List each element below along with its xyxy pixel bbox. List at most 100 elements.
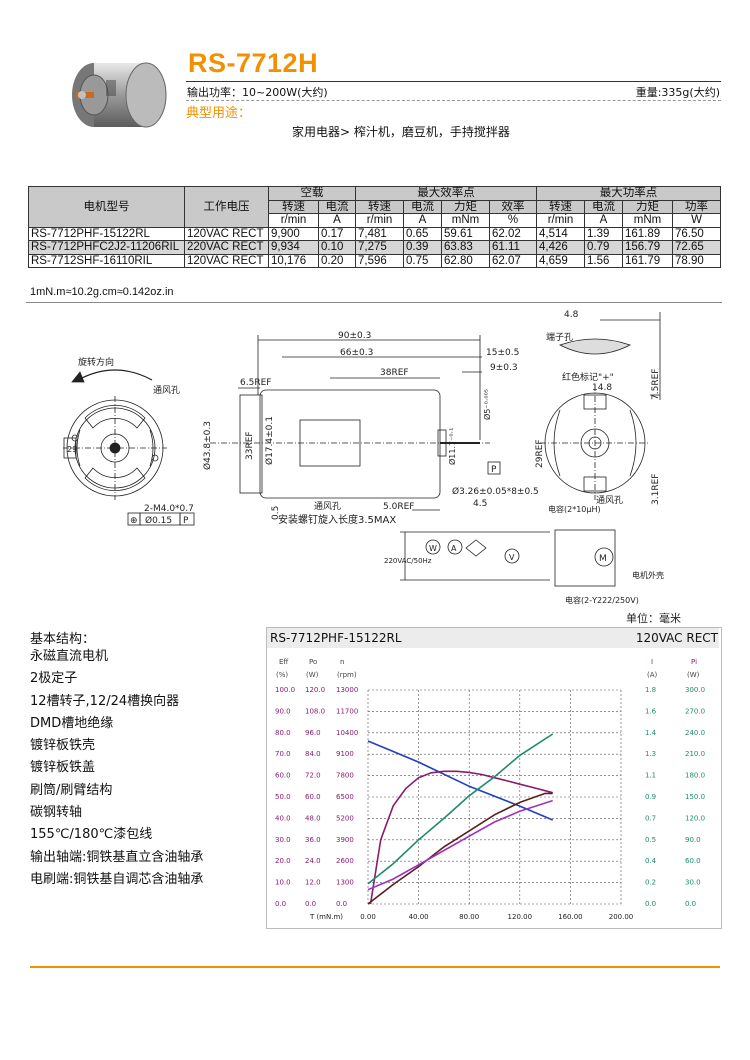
- y-tick-label: 0.0: [645, 900, 656, 908]
- y-tick-label: 12.0: [305, 879, 321, 887]
- dim-9: 9±0.3: [490, 363, 518, 373]
- tolerance-value: Ø0.15: [145, 515, 172, 526]
- y-tick-label: 1.3: [645, 750, 656, 758]
- dim-29: 29: [67, 445, 77, 454]
- table-cell: 78.90: [672, 253, 721, 268]
- table-cell: 161.79: [622, 253, 673, 268]
- y-tick-label: 0.0: [336, 900, 347, 908]
- unit-cell: mNm: [441, 213, 490, 228]
- table-cell: 120VAC RECT: [184, 226, 269, 241]
- unit-cell: A: [584, 213, 623, 228]
- motor-symbol: M: [599, 554, 607, 564]
- table-cell: RS-7712PHF-15122RL: [28, 226, 185, 241]
- chart-subtitle: 120VAC RECT: [635, 631, 718, 645]
- meter-amp: A: [451, 544, 457, 553]
- label-rotation: 旋转方向: [78, 356, 114, 368]
- technical-drawing: 旋转方向 通风孔 29 2-M4.0*0.7 ⊕ Ø0.15 P 90±0.3 …: [63, 310, 681, 625]
- series-line: [367, 733, 554, 885]
- table-cell: 76.50: [672, 226, 721, 241]
- series-line: [369, 770, 553, 905]
- unit-cell: A: [318, 213, 356, 228]
- datum-p: P: [491, 465, 497, 475]
- y-tick-label: 48.0: [305, 814, 321, 822]
- y-tick-label: 100.0: [275, 686, 295, 694]
- axis-name: Eff: [279, 658, 288, 666]
- y-tick-label: 30.0: [685, 879, 701, 887]
- dim-38: 38REF: [380, 368, 409, 378]
- y-tick-label: 13000: [336, 686, 358, 694]
- dim-shaft: Ø5⁻⁰·⁰⁰⁵: [482, 389, 492, 420]
- x-tick-label: 120.00: [508, 913, 533, 921]
- group-max-eff: 最大效率点: [355, 186, 537, 201]
- list-item: 刷筒/刷臂结构: [30, 782, 113, 798]
- table-cell: 62.02: [489, 226, 537, 241]
- dim-15: 15±0.5: [486, 348, 519, 358]
- y-tick-label: 1.4: [645, 729, 657, 737]
- axis-unit: (W): [306, 671, 319, 679]
- list-item: DMD槽地绝缘: [30, 715, 114, 731]
- list-item: 碳钢转轴: [30, 805, 83, 821]
- label-motor-shell: 电机外壳: [632, 570, 664, 580]
- table-cell: 161.89: [622, 226, 673, 241]
- dim-5: 5.0REF: [383, 502, 414, 512]
- unit-cell: r/min: [355, 213, 404, 228]
- y-tick-label: 90.0: [275, 707, 291, 715]
- group-noload: 空载: [268, 186, 356, 201]
- table-cell: 4,426: [536, 240, 585, 255]
- y-tick-label: 11700: [336, 707, 358, 715]
- model-title: RS-7712H: [188, 48, 319, 78]
- table-cell: 7,481: [355, 226, 404, 241]
- unit-cell: W: [672, 213, 721, 228]
- list-item: 2极定子: [30, 671, 78, 687]
- table-cell: 0.65: [403, 226, 442, 241]
- table-cell: 4,659: [536, 253, 585, 268]
- sub-header: 转速: [355, 199, 404, 214]
- title-rule: [186, 81, 721, 82]
- y-tick-label: 10.0: [275, 879, 291, 887]
- sub-header: 功率: [672, 199, 721, 214]
- label-vent: 通风孔: [153, 385, 180, 396]
- section-rule: [26, 302, 722, 303]
- label-red-mark: 红色标记"+": [562, 371, 614, 383]
- series-line: [367, 792, 553, 905]
- table-cell: 9,900: [268, 226, 319, 241]
- list-item: 永磁直流电机: [30, 649, 109, 664]
- dim-33: 33REF: [245, 431, 255, 460]
- label-terminal: 端子孔: [546, 331, 573, 343]
- dim-6-5: 6.5REF: [240, 378, 271, 388]
- sub-header: 力矩: [441, 199, 490, 214]
- table-cell: 10,176: [268, 253, 319, 268]
- output-power: 输出功率：10~200W(大约): [187, 86, 328, 99]
- axis-unit: (rpm): [337, 671, 357, 679]
- table-cell: 0.20: [318, 253, 356, 268]
- y-tick-label: 0.0: [305, 900, 316, 908]
- table-cell: 61.11: [489, 240, 537, 255]
- table-cell: 72.65: [672, 240, 721, 255]
- unit-note: 1mN.m≈10.2g.cm≈0.142oz.in: [30, 286, 174, 298]
- list-item: 155℃/180℃漆包线: [30, 827, 153, 843]
- dim-4-5: 4.5: [473, 499, 487, 509]
- y-tick-label: 0.4: [645, 857, 657, 865]
- x-tick-label: 80.00: [459, 913, 479, 921]
- x-tick-label: 160.00: [558, 913, 583, 921]
- chart-header: [267, 628, 719, 648]
- series-line: [367, 799, 553, 891]
- sub-header: 电流: [584, 199, 623, 214]
- table-row: RS-7712PHFC2J2-11206RIL 220VAC RECT 9,93…: [28, 240, 721, 255]
- application-text: 家用电器> 榨汁机，磨豆机，手持搅拌器: [292, 125, 510, 139]
- unit-label: 单位：毫米: [626, 611, 681, 625]
- y-tick-label: 80.0: [275, 729, 291, 737]
- list-item: 12槽转子,12/24槽换向器: [30, 693, 180, 709]
- list-item: 镀锌板铁盖: [30, 760, 96, 776]
- table-cell: 0.17: [318, 226, 356, 241]
- dim-66: 66±0.3: [340, 348, 373, 358]
- label-vent-3: 通风孔: [596, 495, 623, 506]
- axis-unit: (%): [276, 671, 288, 679]
- dim-3-1: 3.1REF: [651, 474, 661, 505]
- axis-unit: (A): [647, 671, 658, 679]
- sub-header: 效率: [489, 199, 537, 214]
- y-tick-label: 210.0: [685, 750, 705, 758]
- table-cell: 62.80: [441, 253, 490, 268]
- y-tick-label: 40.0: [275, 814, 291, 822]
- axis-unit: (W): [687, 671, 700, 679]
